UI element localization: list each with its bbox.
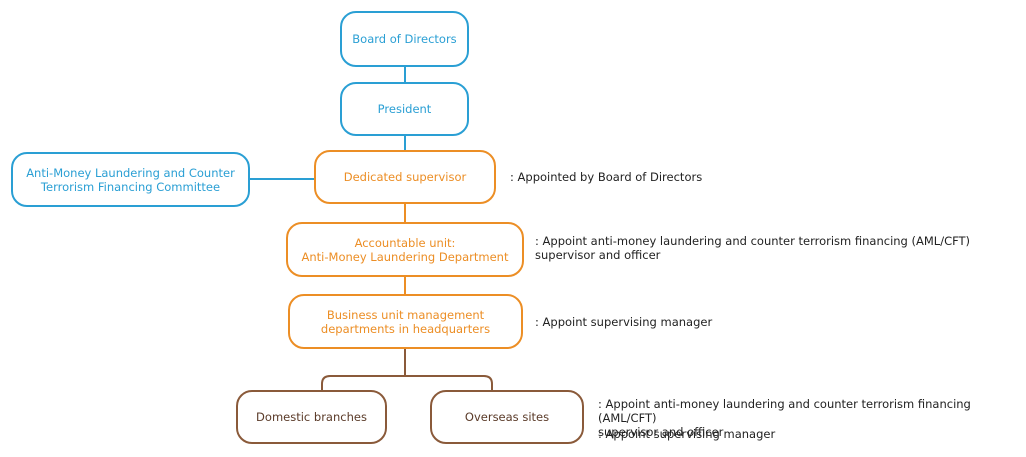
- branches-note-manager: : Appoint supervising manager: [598, 427, 776, 441]
- accountable-unit-label: Accountable unit: Anti-Money Laundering …: [301, 235, 509, 264]
- board-of-directors-box: Board of Directors: [340, 11, 469, 67]
- business-unit-label: Business unit management departments in …: [320, 307, 491, 336]
- aml-cft-committee-box: Anti-Money Laundering and Counter Terror…: [11, 152, 250, 207]
- business-unit-box: Business unit management departments in …: [288, 294, 523, 349]
- business-unit-note: : Appoint supervising manager: [535, 315, 713, 329]
- dedicated-supervisor-label: Dedicated supervisor: [343, 170, 467, 184]
- aml-cft-committee-label: Anti-Money Laundering and Counter Terror…: [26, 165, 235, 194]
- dedicated-supervisor-box: Dedicated supervisor: [314, 150, 496, 204]
- accountable-unit-note: : Appoint anti-money laundering and coun…: [535, 234, 971, 262]
- overseas-sites-label: Overseas sites: [464, 410, 550, 424]
- domestic-branches-box: Domestic branches: [236, 390, 387, 444]
- president-box: President: [340, 82, 469, 136]
- board-of-directors-label: Board of Directors: [352, 32, 457, 46]
- overseas-sites-box: Overseas sites: [430, 390, 584, 444]
- accountable-unit-box: Accountable unit: Anti-Money Laundering …: [286, 222, 524, 277]
- domestic-branches-label: Domestic branches: [256, 410, 367, 424]
- supervisor-note: : Appointed by Board of Directors: [510, 170, 703, 184]
- president-label: President: [377, 102, 432, 116]
- branches-note-officer: : Appoint anti-money laundering and coun…: [598, 397, 971, 439]
